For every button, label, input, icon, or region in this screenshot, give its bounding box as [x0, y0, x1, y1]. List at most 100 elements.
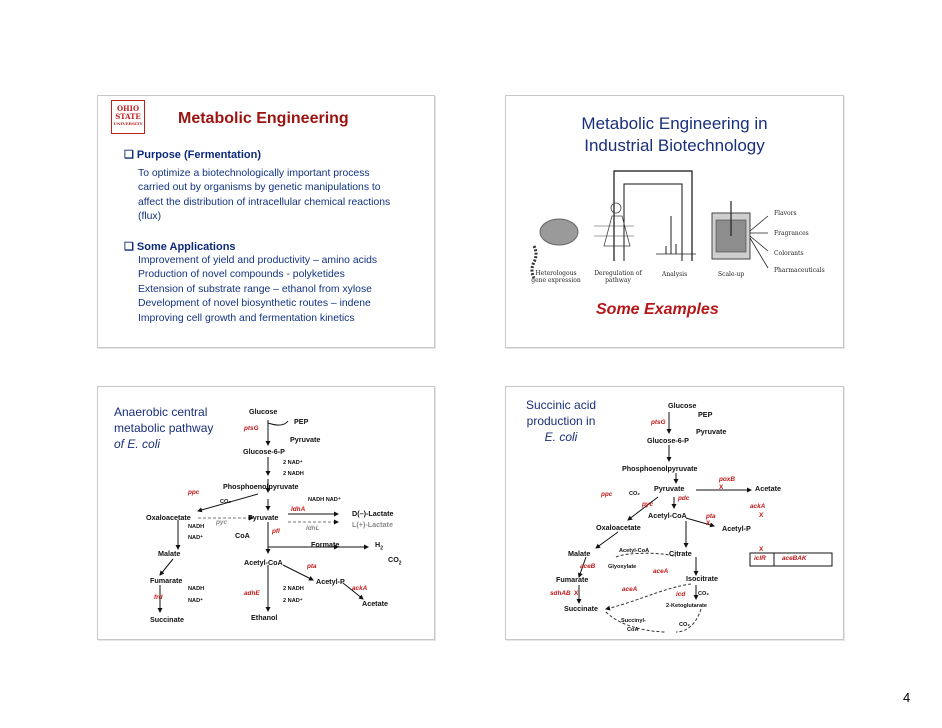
enzyme-ppc: ppc — [188, 489, 200, 496]
metabolite-succinate: Succinate — [150, 615, 184, 624]
metabolite-glucose: Glucose — [249, 407, 278, 416]
metabolite-pep: PEP — [294, 417, 309, 426]
cofactor: NAD⁺ — [188, 535, 204, 541]
gene-iclr: iclR — [754, 555, 766, 562]
slide-anaerobic-pathway: Anaerobic central metabolic pathway of E… — [97, 386, 435, 640]
metabolite-h2: H2 — [375, 540, 383, 552]
product-label: Colorants — [774, 250, 804, 257]
enzyme-ppc: ppc — [601, 491, 613, 498]
product-label: Fragrances — [774, 230, 809, 237]
metabolite-acetylcoa2: Acetyl-CoA — [619, 548, 650, 554]
metabolite-oxaloacetate: Oxaloacetate — [596, 523, 641, 532]
metabolite-isocitrate: Isocitrate — [686, 574, 718, 583]
enzyme-frd: frd — [154, 594, 163, 601]
metabolite-fumarate: Fumarate — [150, 576, 183, 585]
metabolite-pyruvate: Pyruvate — [654, 484, 685, 493]
metabolite-glyoxylate: Glyoxylate — [608, 564, 637, 570]
metabolite-ketoglutarate: 2-Ketoglutarate — [666, 603, 708, 609]
metabolite-pyruvate-top: Pyruvate — [290, 435, 321, 444]
enzyme-acea-2: aceA — [622, 586, 638, 593]
enzyme-icd: icd — [676, 591, 686, 598]
knockout-mark: X — [706, 520, 711, 527]
enzyme-pta: pta — [307, 563, 317, 570]
enzyme-adhe: adhE — [244, 590, 260, 597]
purpose-text: To optimize a biotechnologically importa… — [138, 168, 391, 223]
gene-acebak: aceBAK — [782, 555, 807, 562]
metabolite-oxaloacetate: Oxaloacetate — [146, 513, 191, 522]
enzyme-ptsg: ptsG — [651, 419, 666, 426]
enzyme-pyc: pyc — [216, 519, 228, 526]
enzyme-poxb: poxB — [719, 476, 735, 483]
enzyme-acea: aceA — [653, 568, 669, 575]
slide-succinic-acid: Succinic acid production in E. coli — [505, 386, 844, 640]
list-item: Development of novel biosynthetic routes… — [138, 298, 371, 310]
stage-label: Deregulation of pathway — [594, 270, 642, 284]
metabolite-g6p: Glucose-6-P — [243, 447, 285, 456]
enzyme-ptsg: ptsG — [244, 425, 259, 432]
list-item: Improving cell growth and fermentation k… — [138, 312, 355, 324]
metabolite-pyruvate: Pyruvate — [248, 513, 279, 522]
product-label: Pharmaceuticals — [774, 267, 825, 274]
slide-title-line2: Industrial Biotechnology — [584, 136, 765, 155]
metabolite-ethanol: Ethanol — [251, 613, 278, 622]
cofactor: NADH — [188, 524, 205, 530]
metabolite-formate: Formate — [311, 540, 340, 549]
enzyme-aceb: aceB — [580, 563, 596, 570]
metabolite-l-lactate: L(+)-Lactate — [352, 520, 393, 529]
cofactor: CO₂ — [629, 491, 640, 497]
metabolite-citrate: Citrate — [669, 549, 692, 558]
metabolite-acetate: Acetate — [755, 484, 781, 493]
side-title: Anaerobic central metabolic pathway of E… — [114, 405, 214, 451]
metabolite-d-lactate: D(–)-Lactate — [352, 509, 394, 518]
metabolite-pep-long: Phosphoenolpyruvate — [223, 482, 299, 491]
stage-label: Heterologous gene expression — [531, 270, 581, 284]
knockout-mark: X — [574, 590, 579, 597]
metabolite-acetylcoa: Acetyl-CoA — [648, 511, 687, 520]
metabolite-malate: Malate — [568, 549, 591, 558]
cofactor: CO₂ — [220, 499, 231, 505]
list-item: Improvement of yield and productivity – … — [138, 255, 378, 266]
metabolite-succinate: Succinate — [564, 604, 598, 613]
applications-list: Improvement of yield and productivity – … — [138, 254, 377, 326]
purpose-heading: ❑ Purpose (Fermentation) — [124, 149, 261, 161]
metabolite-pep: PEP — [698, 410, 713, 419]
pathway-arrows — [576, 412, 833, 633]
metabolite-g6p: Glucose-6-P — [647, 436, 689, 445]
metabolite-acetate: Acetate — [362, 599, 388, 608]
knockout-mark: X — [759, 512, 764, 519]
metabolite-acetylcoa: Acetyl-CoA — [244, 558, 283, 567]
knockout-mark: X — [759, 546, 764, 553]
cofactor: NADH NAD⁺ — [308, 497, 341, 503]
cofactor: 2 NAD⁺ — [283, 598, 303, 604]
slide-metabolic-engineering: OHIO STATE UNIVERSITY Metabolic Engineer… — [97, 95, 435, 348]
pathway-arrows — [157, 420, 369, 613]
metabolite-succinylcoa: Succinyl- — [621, 618, 646, 624]
list-item: Production of novel compounds - polyketi… — [138, 269, 345, 281]
list-item: Extension of substrate range – ethanol f… — [138, 283, 372, 295]
page-number: 4 — [903, 690, 911, 705]
some-examples-label: Some Examples — [596, 301, 719, 318]
process-figure — [530, 170, 769, 279]
cofactor: 2 NAD⁺ — [283, 460, 303, 466]
enzyme-pdc: pdc — [678, 495, 690, 502]
knockout-mark: X — [719, 484, 724, 491]
enzyme-pta: pta — [706, 513, 716, 520]
metabolite-coa: CoA — [235, 531, 250, 540]
slide-title: Metabolic Engineering — [178, 110, 349, 127]
metabolite-succinylcoa: CoA — [627, 627, 639, 633]
stage-label: Scale-up — [718, 271, 745, 278]
metabolite-pep-long: Phosphoenolpyruvate — [622, 464, 698, 473]
enzyme-sdhab: sdhAB — [550, 590, 571, 597]
side-title: Succinic acid production in E. coli — [526, 398, 597, 444]
product-label: Flavors — [774, 210, 797, 217]
metabolite-malate: Malate — [158, 549, 181, 558]
enzyme-ldha: ldhA — [291, 506, 306, 513]
metabolite-acetylp: Acetyl-P — [316, 577, 345, 586]
cofactor: 2 NADH — [283, 471, 304, 477]
cofactor: CO₂ — [679, 622, 690, 628]
metabolite-pyruvate-top: Pyruvate — [696, 427, 727, 436]
enzyme-acka: ackA — [352, 585, 368, 592]
cofactor: NADH — [188, 586, 205, 592]
enzyme-pyc: pyc — [642, 501, 654, 508]
slide-title-line1: Metabolic Engineering in — [581, 114, 768, 133]
